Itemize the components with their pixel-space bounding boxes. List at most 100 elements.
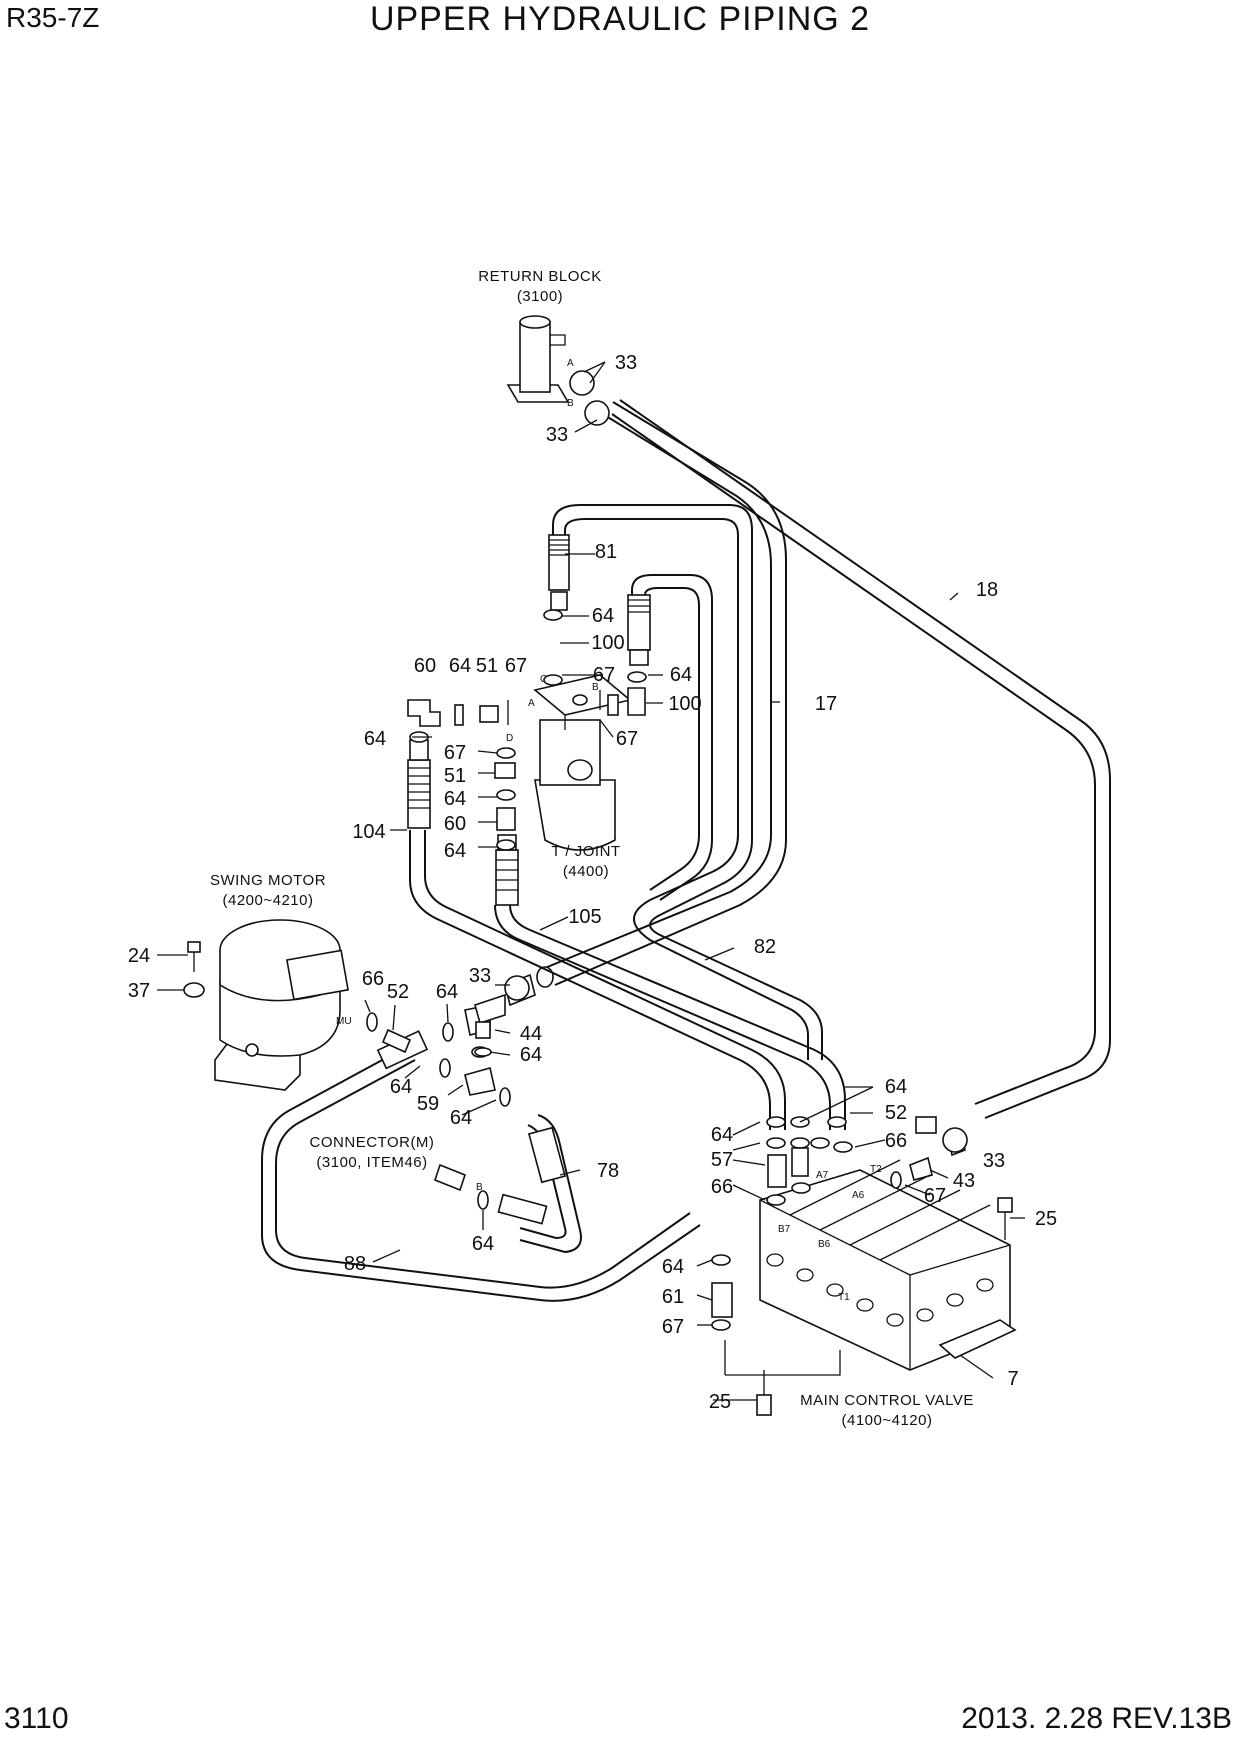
callout-82: 82 [754, 936, 776, 958]
leader-lines [157, 361, 1025, 1401]
callout-64i: 64 [390, 1076, 412, 1098]
callout-64m: 64 [662, 1256, 684, 1278]
mcv-port-b6: B6 [818, 1239, 831, 1250]
callout-64e: 64 [444, 788, 466, 810]
callout-67c: 67 [616, 728, 638, 750]
callout-43: 43 [953, 1170, 975, 1192]
callout-64b: 64 [670, 664, 692, 686]
mcv-port-a6: A6 [852, 1190, 865, 1201]
loose-rings [474, 993, 506, 1057]
return-block-label: RETURN BLOCK [478, 268, 602, 285]
callout-17: 17 [815, 693, 837, 715]
pipe-17 [536, 401, 787, 988]
callout-51a: 51 [476, 655, 498, 677]
callout-81: 81 [595, 541, 617, 563]
callout-64h: 64 [520, 1044, 542, 1066]
callout-78: 78 [597, 1160, 619, 1182]
revision-date: 2013. 2.28 REV.13B [961, 1702, 1232, 1735]
callout-33d: 33 [983, 1150, 1005, 1172]
t-joint-fittings [407, 609, 647, 851]
callout-67a: 67 [593, 664, 615, 686]
swing-motor-bolts [183, 941, 205, 998]
callout-67d: 67 [444, 742, 466, 764]
callout-numbers: 33 33 81 64 100 67 64 100 17 18 60 64 51… [128, 352, 1057, 1413]
callout-67e: 67 [924, 1185, 946, 1207]
callout-66b: 66 [885, 1130, 907, 1152]
callout-88: 88 [344, 1253, 366, 1275]
callout-25b: 25 [709, 1391, 731, 1413]
return-block-body [519, 321, 551, 393]
callout-57: 57 [711, 1149, 733, 1171]
t-joint-port-d: D [506, 733, 513, 744]
callout-18: 18 [976, 579, 998, 601]
callout-33c: 33 [469, 965, 491, 987]
callout-67f: 67 [662, 1316, 684, 1338]
pipe-18 [611, 399, 1111, 1119]
return-block-port-b: B [567, 398, 574, 409]
callout-105: 105 [568, 906, 601, 928]
callout-51b: 51 [444, 765, 466, 787]
mcv-port-t2: T2 [870, 1164, 882, 1175]
callout-66a: 66 [362, 968, 384, 990]
callout-33a: 33 [615, 352, 637, 374]
connector-code: (3100, ITEM46) [316, 1154, 427, 1171]
page-number: 3110 [4, 1702, 69, 1735]
callout-64j: 64 [450, 1107, 472, 1129]
callout-7: 7 [1007, 1368, 1018, 1390]
callout-61: 61 [662, 1286, 684, 1308]
callout-37: 37 [128, 980, 150, 1002]
clamps-33 [504, 370, 968, 1153]
connector-port-b: B [476, 1182, 483, 1193]
hose-81 [548, 504, 823, 1060]
swing-motor-code: (4200~4210) [223, 892, 314, 909]
connector-label: CONNECTOR(M) [310, 1134, 435, 1151]
mcv-port-a7: A7 [816, 1170, 829, 1181]
callout-52b: 52 [885, 1102, 907, 1124]
return-block: RETURN BLOCK (3100) A B [478, 268, 602, 409]
swing-motor-port-mu: MU [336, 1016, 352, 1027]
callout-44: 44 [520, 1023, 542, 1045]
mcv-label: MAIN CONTROL VALVE [800, 1392, 974, 1409]
callout-24: 24 [128, 945, 150, 967]
callout-60b: 60 [444, 813, 466, 835]
callout-59: 59 [417, 1093, 439, 1115]
callout-64c: 64 [449, 655, 471, 677]
callout-100a: 100 [591, 632, 624, 654]
callout-64a: 64 [592, 605, 614, 627]
callout-64d: 64 [364, 728, 386, 750]
t-joint: A B C D T / JOINT (4400) [506, 674, 632, 880]
swing-motor: SWING MOTOR (4200~4210) MU [210, 872, 352, 1091]
hose-104 [407, 739, 786, 1130]
hose-100-right [627, 574, 713, 901]
callout-104: 104 [352, 821, 385, 843]
callout-60a: 60 [414, 655, 436, 677]
page-title: UPPER HYDRAULIC PIPING 2 [369, 0, 871, 38]
callout-33b: 33 [546, 424, 568, 446]
callout-64k: 64 [885, 1076, 907, 1098]
callout-52a: 52 [387, 981, 409, 1003]
callout-64g: 64 [436, 981, 458, 1003]
t-joint-port-b: B [592, 682, 599, 693]
t-joint-label: T / JOINT [551, 843, 620, 860]
model-code: R35-7Z [6, 2, 100, 33]
mcv-port-t1: T1 [838, 1292, 850, 1303]
connector-m: CONNECTOR(M) (3100, ITEM46) B [310, 1134, 483, 1193]
main-control-valve: B7 A7 B6 A6 T2 T1 MAIN CONTROL VALVE (41… [724, 1159, 1017, 1429]
return-block-side-port [550, 334, 566, 346]
t-joint-port-a: A [528, 698, 535, 709]
mcv-port-b7: B7 [778, 1224, 791, 1235]
mcv-code: (4100~4120) [842, 1412, 933, 1429]
t-joint-code: (4400) [563, 863, 609, 880]
return-block-port-top [519, 315, 551, 329]
callout-100b: 100 [668, 693, 701, 715]
callout-66c: 66 [711, 1176, 733, 1198]
return-block-port-a: A [567, 358, 574, 369]
callout-25a: 25 [1035, 1208, 1057, 1230]
callout-64l: 64 [711, 1124, 733, 1146]
return-block-code: (3100) [517, 288, 563, 305]
callout-67b: 67 [505, 655, 527, 677]
callout-64f: 64 [444, 840, 466, 862]
swing-motor-label: SWING MOTOR [210, 872, 326, 889]
callout-64n: 64 [472, 1233, 494, 1255]
